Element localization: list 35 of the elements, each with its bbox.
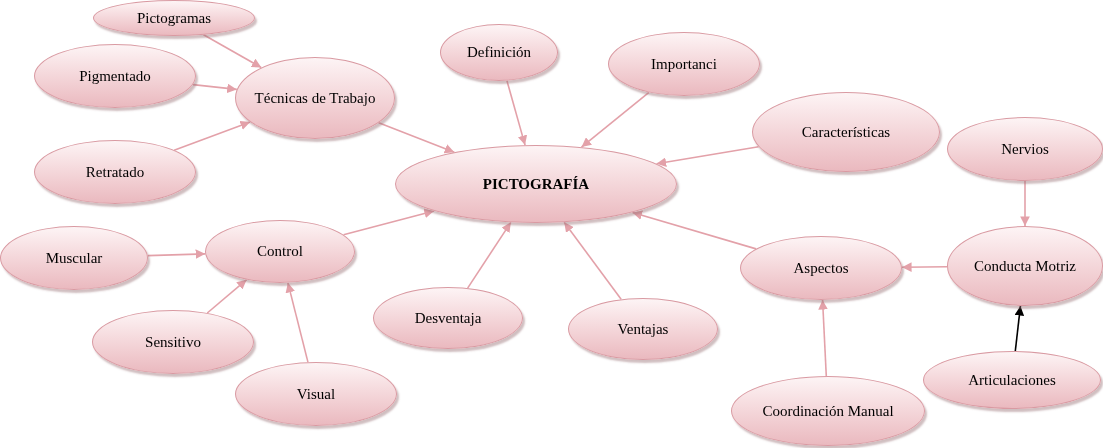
arrow [1020,180,1030,227]
arrow [377,122,456,154]
arrow [631,210,757,250]
arrow [506,79,528,146]
node-label: Control [257,242,303,261]
arrow [147,249,206,259]
node-label: Conducta Motriz [973,256,1077,276]
node-label: Pictogramas [136,8,212,28]
arrow [655,145,760,167]
node-label: Muscular [45,248,103,268]
node-label: Ventajas [617,319,669,339]
arrow [466,221,512,289]
arrow [901,262,948,272]
node-label: Importanci [651,54,717,74]
node-label: Pigmentado [79,66,151,86]
arrow [580,91,650,148]
arrow [285,282,309,363]
node-label: Sensitivo [145,332,201,352]
node-label: Articulaciones [968,370,1056,390]
node-label: Desventaja [414,308,482,328]
node-label: Visual [296,384,336,404]
node-label: Coordinación Manual [762,401,894,421]
node-label: Definición [466,43,532,62]
node-label: PICTOGRAFÍA [482,174,590,194]
node-label: Características [801,122,891,142]
arrow [1014,305,1025,352]
arrow [173,120,251,151]
concept-ellipse [34,140,196,204]
arrow [818,299,828,377]
arrow [342,208,435,236]
node-label: Nervios [1001,139,1049,159]
arrow [206,278,248,314]
node-label: Retratado [85,162,145,182]
node-label: Técnicas de Trabajo [254,88,376,108]
node-label: Aspectos [793,258,849,278]
